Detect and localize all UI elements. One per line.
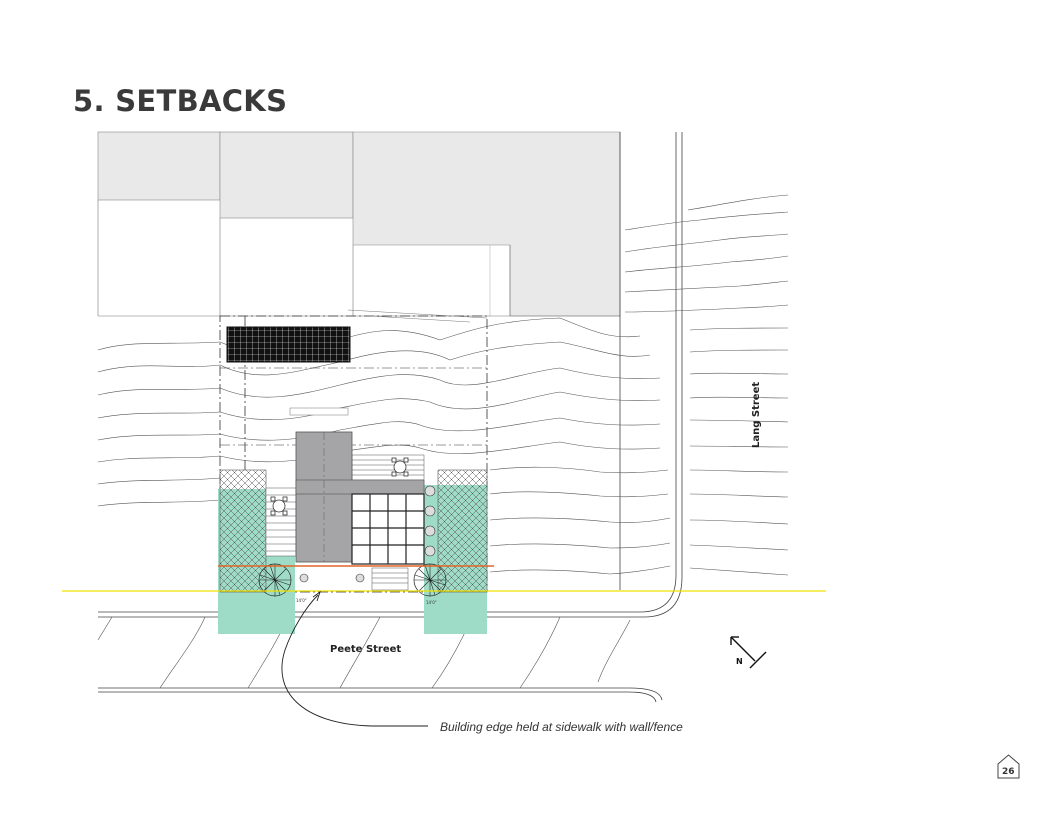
interior-lines — [289, 309, 488, 416]
annotation-leader — [281, 594, 428, 727]
annotation-text: Building edge held at sidewalk with wall… — [440, 720, 683, 734]
north-arrow-icon: N — [730, 636, 767, 669]
lang-street-curb — [98, 132, 683, 703]
solar-panel-array — [226, 326, 351, 363]
page-number: 26 — [1002, 767, 1015, 777]
patio-furniture — [270, 457, 409, 516]
north-label: N — [736, 657, 743, 666]
page-number-badge: 26 — [997, 754, 1020, 779]
arrowhead-icon — [312, 590, 321, 602]
street-trees — [258, 563, 447, 597]
neighbor-buildings — [97, 131, 621, 317]
page-title: 5. SETBACKS — [73, 84, 288, 118]
lang-street-label: Lang Street — [751, 382, 762, 448]
dimension-label: 14'0" — [426, 600, 437, 605]
dimension-label: 14'0" — [296, 598, 307, 603]
peete-street-label: Peete Street — [330, 644, 401, 655]
shrubs — [299, 485, 436, 583]
setback-hatch — [219, 469, 488, 593]
proposed-building — [295, 431, 425, 591]
